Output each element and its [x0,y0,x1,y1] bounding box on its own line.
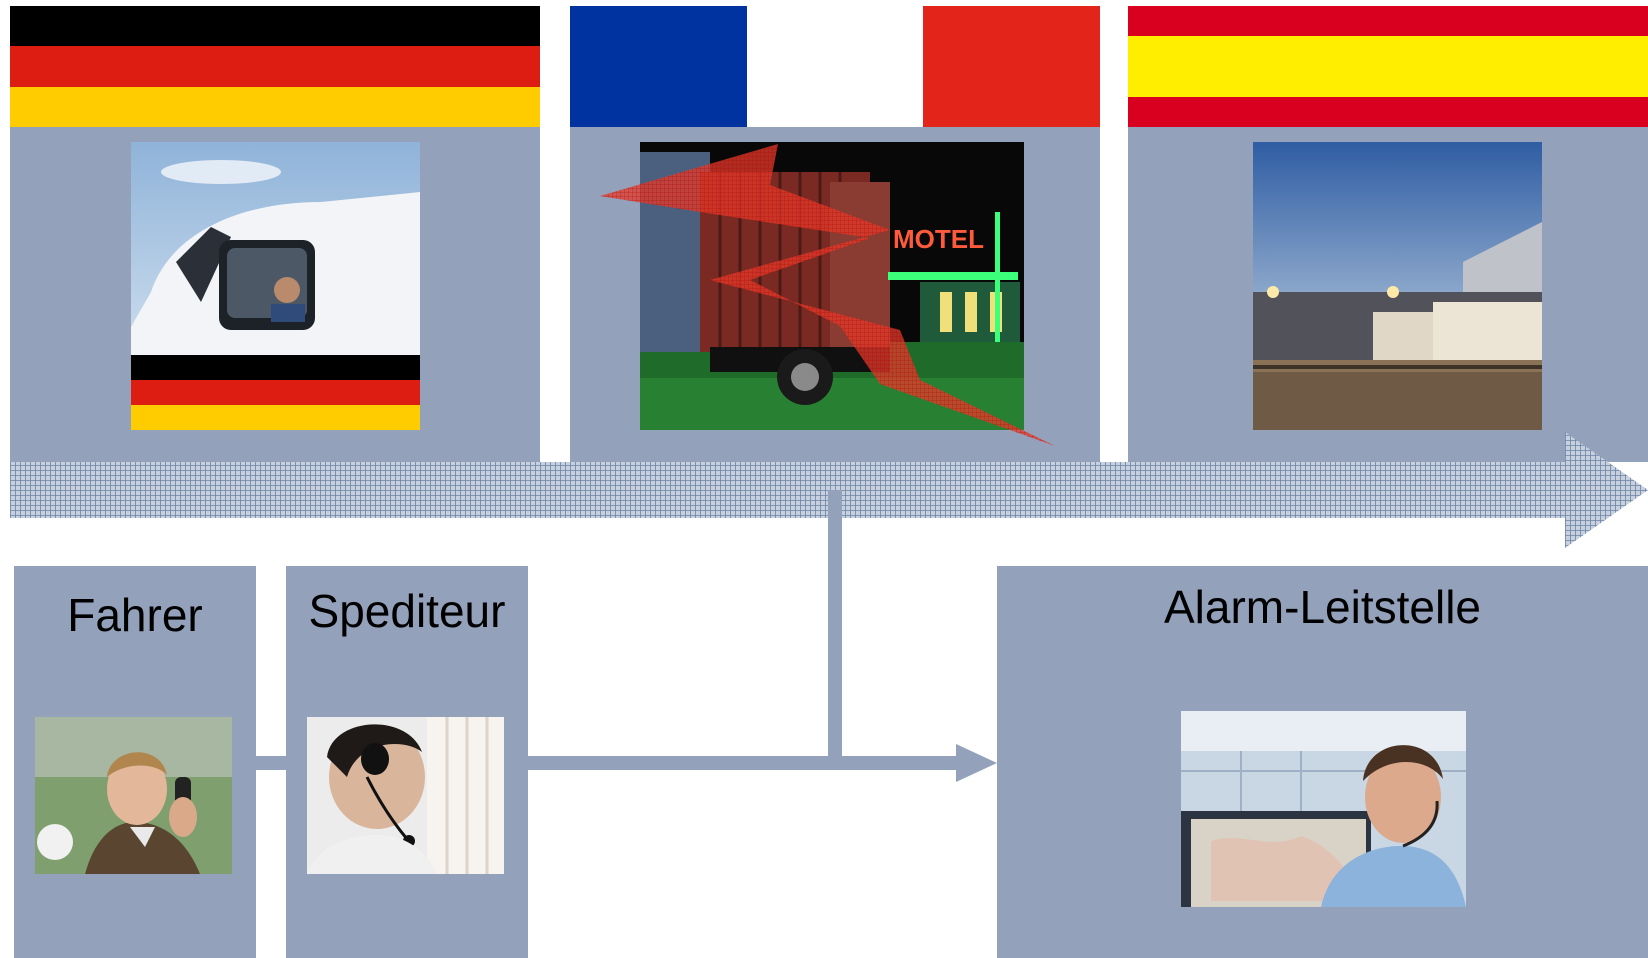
forwarder-label: Spediteur [308,585,506,637]
france-flag-icon [570,6,1100,127]
driver-phone-photo [35,717,232,874]
night-motel-truck-photo: MOTEL [640,142,1024,430]
svg-text:MOTEL: MOTEL [893,224,984,254]
control-room-operator-photo [1181,711,1466,907]
spain-flag-icon [1128,6,1648,127]
truck-driver-photo [131,142,420,430]
alarm-center-label: Alarm-Leitstelle [1164,581,1481,633]
driver-label: Fahrer [67,589,203,641]
germany-flag-icon [10,6,540,127]
warehouse-dock-photo [1253,142,1542,430]
headset-agent-photo [307,717,504,874]
